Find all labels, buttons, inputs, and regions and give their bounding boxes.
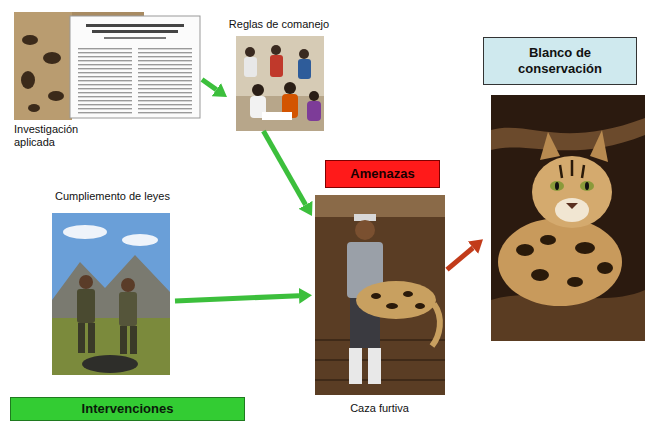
photo-caption: Cumpliemento de leyes bbox=[55, 190, 170, 203]
fur-spot bbox=[21, 71, 35, 89]
threat-heading: Amenazas bbox=[325, 160, 440, 188]
ocelot-head bbox=[532, 156, 612, 228]
ocelot-eye bbox=[580, 181, 594, 191]
photo-node: Investigación aplicada bbox=[14, 10, 202, 149]
flow-arrow bbox=[447, 248, 473, 270]
ranger-leg bbox=[130, 326, 137, 354]
person-head bbox=[284, 82, 296, 94]
photo-node: Reglas de comanejo bbox=[227, 18, 331, 131]
seized-pile bbox=[82, 355, 138, 373]
ocelot-nose bbox=[566, 203, 578, 209]
ocelot-spot bbox=[531, 269, 549, 281]
meeting-background bbox=[236, 36, 324, 131]
paper-page bbox=[70, 16, 200, 118]
target-node: Blanco de conservación bbox=[483, 37, 643, 339]
ocelot-spot bbox=[516, 244, 534, 256]
mountain bbox=[52, 255, 170, 375]
ranger-head bbox=[79, 275, 93, 289]
paper-title-line bbox=[86, 24, 184, 27]
fur-spot bbox=[43, 52, 61, 64]
ranger-leg bbox=[120, 326, 127, 354]
ocelot-ear bbox=[540, 132, 560, 160]
person-body bbox=[270, 55, 283, 77]
ranger-leg bbox=[88, 323, 95, 353]
ocelot-spot bbox=[575, 242, 595, 254]
paper-sheet bbox=[262, 112, 292, 120]
photo-caption: Investigación aplicada bbox=[14, 123, 94, 149]
ocelot-body bbox=[498, 218, 622, 306]
tree-branch bbox=[491, 118, 645, 150]
poaching-photo bbox=[315, 195, 445, 395]
ocelot-photo bbox=[491, 95, 645, 341]
fur-photo bbox=[14, 12, 72, 120]
ocelot-ear bbox=[590, 130, 608, 162]
ocelot-muzzle bbox=[555, 198, 589, 222]
sky bbox=[52, 213, 170, 375]
hunter-boot bbox=[349, 348, 362, 384]
night-background bbox=[491, 95, 645, 341]
ocelot-stripes bbox=[560, 160, 584, 178]
hunter-head bbox=[355, 220, 375, 240]
ocelot-spot bbox=[540, 235, 556, 245]
target-heading: Blanco de conservación bbox=[483, 37, 637, 85]
band-label: Intervenciones bbox=[82, 401, 174, 417]
fur-spot bbox=[22, 35, 38, 45]
hunter-cap bbox=[354, 214, 376, 221]
photo-caption: Reglas de comanejo bbox=[229, 18, 329, 31]
ocelot-pelt bbox=[356, 281, 436, 319]
hunter-boot bbox=[368, 348, 381, 384]
person-body bbox=[298, 59, 311, 79]
roof-beam bbox=[315, 195, 445, 217]
photo-node: Cumpliemento de leyes bbox=[50, 190, 175, 375]
cloud bbox=[63, 225, 107, 239]
paper-text-column bbox=[138, 46, 192, 114]
pelt-tail bbox=[432, 304, 440, 346]
ocelot-pupil bbox=[555, 182, 559, 190]
person-head bbox=[309, 91, 319, 101]
person-body bbox=[307, 101, 321, 121]
fur-spot bbox=[28, 104, 40, 112]
paper-author-line bbox=[104, 37, 166, 39]
pelt-spot bbox=[371, 293, 381, 299]
cloud bbox=[122, 234, 158, 246]
ocelot-spot bbox=[567, 277, 583, 287]
person-head bbox=[245, 47, 255, 57]
wood-background bbox=[315, 195, 445, 395]
meeting-photo bbox=[236, 36, 324, 131]
meeting-floor bbox=[236, 96, 324, 131]
ranger-body bbox=[119, 292, 137, 326]
threat-node: AmenazasCaza furtiva bbox=[312, 160, 447, 415]
flow-arrow bbox=[175, 296, 299, 301]
paper-title-line bbox=[92, 30, 178, 33]
person-head bbox=[271, 45, 281, 55]
pelt-spot bbox=[403, 291, 413, 297]
flow-arrow bbox=[263, 131, 305, 205]
pelt-spot bbox=[415, 303, 425, 309]
person-head bbox=[252, 84, 264, 96]
ocelot-eye bbox=[550, 181, 564, 191]
ocelot-spot bbox=[597, 262, 613, 274]
photo-caption: Caza furtiva bbox=[350, 402, 409, 415]
fur-spot bbox=[48, 91, 64, 101]
ranger-head bbox=[121, 278, 135, 292]
person-head bbox=[299, 49, 309, 59]
research-photo bbox=[14, 12, 200, 120]
pelt-spot bbox=[386, 303, 398, 309]
ranger-leg bbox=[78, 323, 85, 353]
paper-text-column bbox=[78, 46, 132, 114]
person-body bbox=[244, 57, 257, 77]
grass bbox=[52, 318, 170, 375]
interventions-band: Intervenciones bbox=[10, 397, 245, 421]
ranger-body bbox=[77, 289, 95, 323]
ocelot-pupil bbox=[585, 182, 589, 190]
flow-arrow bbox=[202, 80, 216, 90]
patrol-photo bbox=[52, 213, 170, 375]
